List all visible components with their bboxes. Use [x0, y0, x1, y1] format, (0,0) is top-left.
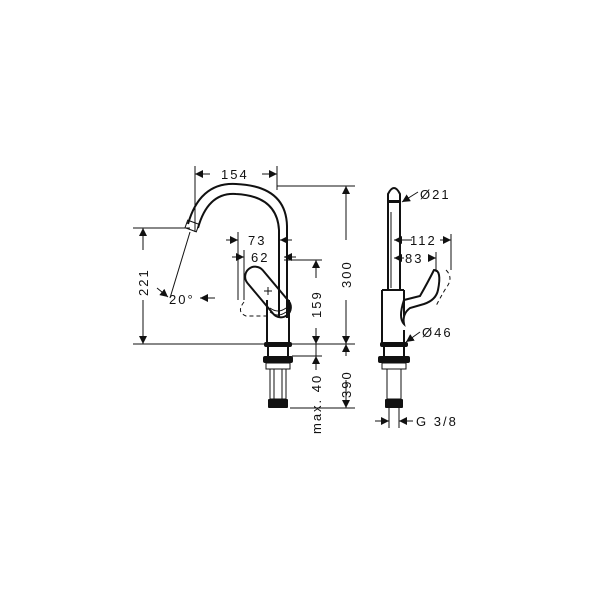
svg-text:83: 83 [405, 251, 423, 266]
front-view: 154 300 390 221 20° [133, 166, 355, 434]
dim-body-diameter: Ø46 [405, 325, 453, 343]
dim-spout-angle: 20° [156, 231, 215, 307]
dim-max-thickness: max. 40 [292, 344, 324, 434]
dim-handle-offset: 62 [232, 250, 296, 300]
svg-text:max. 40: max. 40 [309, 374, 324, 434]
dim-handle-height: 159 [284, 259, 324, 344]
dim-lever-reach-max: 112 [394, 233, 452, 270]
svg-text:Ø21: Ø21 [420, 187, 451, 202]
dim-total-height: 300 [277, 185, 355, 344]
svg-text:G 3/8: G 3/8 [416, 414, 458, 429]
spout [184, 182, 288, 318]
mounting-assembly [263, 342, 293, 408]
side-view: Ø21 112 83 Ø46 G 3/8 [375, 187, 458, 429]
svg-text:Ø46: Ø46 [422, 325, 453, 340]
svg-text:112: 112 [410, 233, 437, 248]
dim-connection-thread: G 3/8 [375, 408, 458, 429]
dim-spout-height: 221 [133, 227, 190, 344]
lever-handle [240, 265, 292, 319]
svg-text:154: 154 [221, 167, 249, 182]
dim-spout-diameter: Ø21 [401, 187, 451, 203]
dim-handle-reach: 73 [226, 232, 292, 300]
svg-text:62: 62 [251, 250, 269, 265]
dim-spout-reach: 154 [194, 166, 278, 232]
side-lever [400, 268, 451, 328]
svg-text:20°: 20° [169, 292, 195, 307]
dim-shank-length: 390 [290, 344, 355, 409]
svg-text:221: 221 [136, 268, 151, 296]
svg-text:300: 300 [339, 260, 354, 288]
svg-text:73: 73 [248, 233, 266, 248]
svg-text:159: 159 [309, 290, 324, 318]
svg-text:390: 390 [339, 370, 354, 398]
side-spout [387, 187, 401, 290]
side-mounting [378, 342, 410, 408]
dim-lever-reach: 83 [394, 251, 437, 272]
